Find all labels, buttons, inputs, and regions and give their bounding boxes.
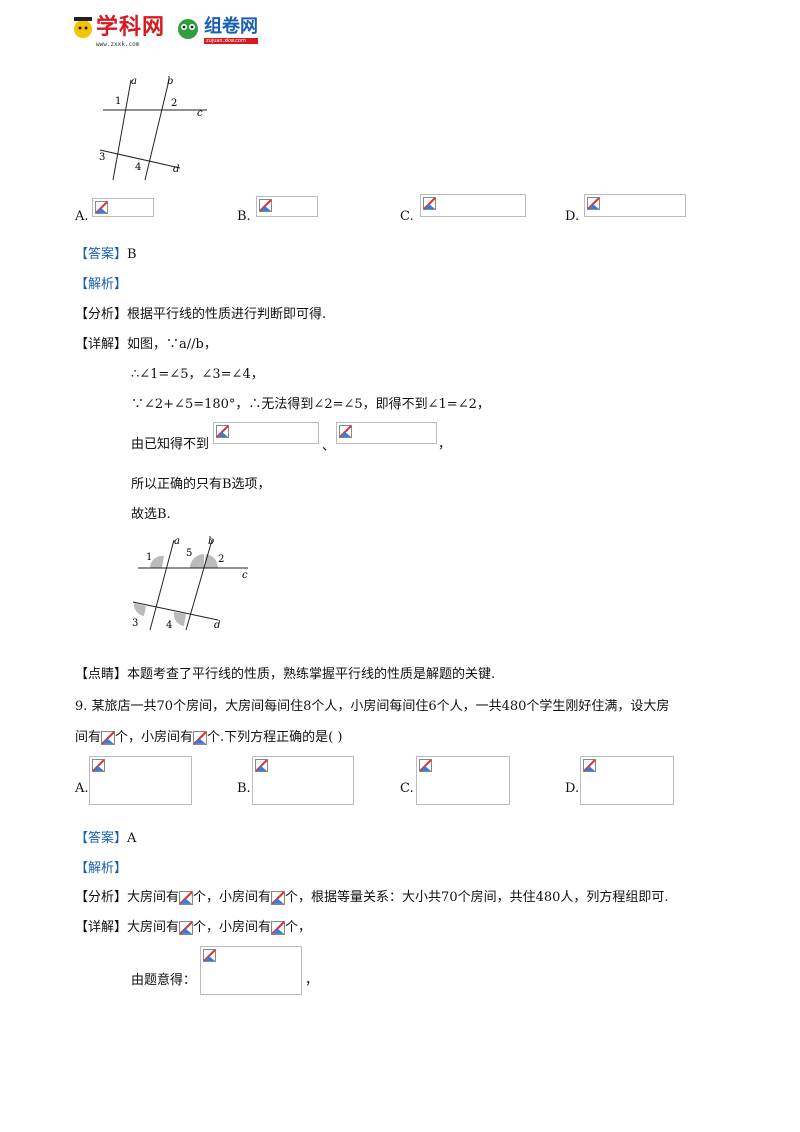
fig2-label-1: 1 [146,552,152,563]
variable-x-image [179,890,194,905]
q8-option-b: B. [237,209,251,224]
fig2-label-d: d [214,620,220,631]
broken-image-icon [339,425,352,438]
q8-fenxi: 【分析】根据平行线的性质进行判断即可得. [75,307,327,322]
logo2-sub: zujuan.xkw.com [204,38,259,44]
fig1-label-2: 2 [171,98,177,109]
fig1-label-4: 4 [135,162,141,173]
q9-stem-line2: 间有个，小房间有个.下列方程正确的是( ) [75,730,343,745]
logo-mascot-icon [74,17,92,38]
q8-option-d-image [584,194,686,217]
q9-equation-image [200,946,302,995]
broken-image-icon [92,759,105,772]
broken-image-icon [259,199,272,212]
q9-answer: 【答案】A [75,831,137,846]
logo1-text: 学科网 [96,14,166,40]
q8-xiangjie: 【详解】如图，∵a//b， [75,337,217,352]
q9-step1: 由题意得： [131,973,197,988]
q8-analysis-tag: 【解析】 [75,277,128,292]
variable-y-image [193,730,208,745]
fig2-label-a: a [174,536,180,547]
broken-image-icon [271,890,286,905]
fig2-label-c: c [242,570,248,581]
q8-step3-image-1 [213,422,319,444]
q8-step3-sep: 、 [322,439,336,454]
q9-option-d: D. [565,781,580,796]
broken-image-icon [203,949,216,962]
broken-image-icon [95,201,108,214]
fig1-label-1: 1 [115,96,121,107]
variable-y-image [271,920,286,935]
q9-stem-line1: 9. 某旅店一共70个房间，大房间每间住8个人，小房间每间住6个人，一共480个… [75,699,670,714]
fig1-label-a: a [131,76,137,87]
q8-step1: ∴∠1=∠5，∠3=∠4， [131,367,264,382]
q9-option-c: C. [400,781,414,796]
logo2-text: 组卷网 [204,16,259,37]
q8-step4: 所以正确的只有B选项， [131,477,271,492]
q8-option-a-image [92,198,154,217]
q9-option-d-image [580,756,674,805]
broken-image-icon [179,890,194,905]
q9-fenxi: 【分析】大房间有个，小房间有个，根据等量关系：大小共70个房间，共住480人，列… [75,890,669,905]
variable-y-image [271,890,286,905]
broken-image-icon [101,730,116,745]
broken-image-icon [587,197,600,210]
q9-option-b-image [252,756,354,805]
figure-parallel-lines-2: a b c d 1 2 3 4 5 [132,536,248,631]
fig2-label-3: 3 [132,618,138,629]
logo1-sub: www.zxxk.com [96,40,140,48]
q8-answer: 【答案】B [75,247,137,262]
fig2-label-b: b [208,536,214,547]
fig1-label-d: d [173,164,179,175]
variable-x-image [179,920,194,935]
logo2-mascot-icon [178,19,199,39]
broken-image-icon [216,425,229,438]
q8-option-c: C. [400,209,414,224]
fig2-label-2: 2 [218,554,224,565]
q9-option-c-image [416,756,510,805]
q9-step1-end: ， [305,973,319,988]
q8-option-a: A. [75,209,89,224]
variable-x-image [101,730,116,745]
broken-image-icon [255,759,268,772]
fig2-label-4: 4 [166,620,172,631]
broken-image-icon [419,759,432,772]
broken-image-icon [271,920,286,935]
q8-option-b-image [256,196,318,217]
q8-dianjing: 【点睛】本题考查了平行线的性质，熟练掌握平行线的性质是解题的关键. [75,667,496,682]
q9-option-b: B. [237,781,251,796]
broken-image-icon [583,759,596,772]
q9-xiangjie: 【详解】大房间有个，小房间有个， [75,920,312,935]
q8-step3: 由已知得不到 [131,437,210,452]
broken-image-icon [193,730,208,745]
q9-option-a-image [89,756,192,805]
q8-step3-end: ， [438,437,452,452]
q8-step5: 故选B. [131,507,171,522]
broken-image-icon [179,920,194,935]
fig1-label-3: 3 [99,152,105,163]
q8-option-d: D. [565,209,580,224]
q9-analysis-tag: 【解析】 [75,861,128,876]
q8-step2: ∵∠2+∠5=180°，∴无法得到∠2=∠5，即得不到∠1=∠2， [131,397,490,412]
q8-step3-image-2 [336,422,437,444]
header-logos: 学科网 www.zxxk.com 组卷网 zujuan.xkw.com [72,8,259,48]
q8-option-c-image [420,194,526,217]
fig1-label-b: b [167,76,173,87]
fig1-label-c: c [197,108,203,119]
fig2-label-5: 5 [186,548,192,559]
broken-image-icon [423,197,436,210]
figure-parallel-lines-1: a b c d 1 2 3 4 [99,76,207,181]
q9-option-a: A. [75,781,89,796]
